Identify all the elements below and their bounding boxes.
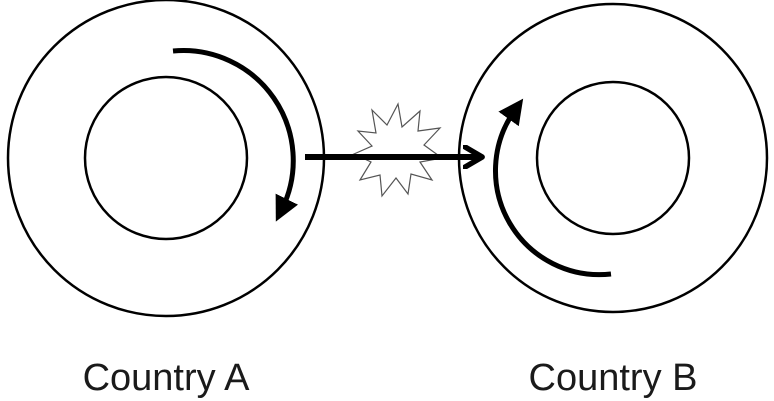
country-a-node: [6, 0, 326, 318]
shock-burst-icon: [352, 102, 444, 198]
country-a-label: Country A: [83, 357, 251, 399]
country-b-inner-ring: [535, 80, 691, 236]
country-a-circulation-arrow: [172, 48, 299, 222]
country-b-circulation-arrow: [493, 98, 612, 278]
country-a-outer-ring: [6, 0, 326, 318]
country-b-node: [457, 2, 769, 314]
country-a-inner-ring: [83, 75, 249, 241]
country-b-outer-ring: [457, 2, 769, 314]
country-b-label: Country B: [529, 357, 698, 399]
